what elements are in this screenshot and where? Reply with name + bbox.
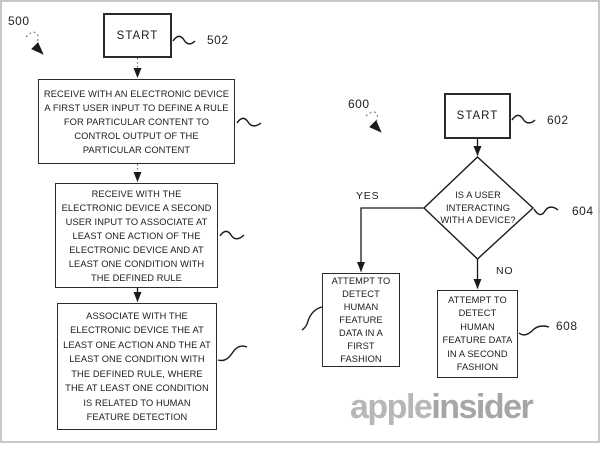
right-start-label: START (456, 110, 499, 122)
no-outcome-box: ATTEMPT TO DETECT HUMAN FEATURE DATA IN … (437, 290, 518, 378)
ref-608: 608 (556, 319, 578, 333)
left-step3-box: ASSOCIATE WITH THE ELECTRONIC DEVICE THE… (57, 303, 217, 430)
left-step1-box: RECEIVE WITH AN ELECTRONIC DEVICE A FIRS… (38, 79, 235, 164)
yes-outcome-text: ATTEMPT TO DETECT HUMAN FEATURE DATA IN … (331, 275, 391, 364)
no-outcome-text: ATTEMPT TO DETECT HUMAN FEATURE DATA IN … (442, 294, 513, 373)
ref-502: 502 (207, 33, 229, 47)
no-branch-label: NO (496, 265, 514, 277)
left-step1-text: RECEIVE WITH AN ELECTRONIC DEVICE A FIRS… (43, 88, 230, 155)
yes-outcome-box: ATTEMPT TO DETECT HUMAN FEATURE DATA IN … (322, 273, 400, 367)
left-start-label: START (116, 29, 159, 42)
left-step2-text: RECEIVE WITH THE ELECTRONIC DEVICE A SEC… (61, 188, 212, 283)
ref-604: 604 (572, 204, 594, 218)
yes-branch-label: YES (356, 190, 380, 202)
left-step2-box: RECEIVE WITH THE ELECTRONIC DEVICE A SEC… (55, 183, 218, 288)
appleinsider-watermark: appleinsider (350, 388, 534, 426)
decision-text: IS A USER INTERACTING WITH A DEVICE? (440, 190, 516, 225)
right-start-box: START (444, 93, 511, 139)
left-start-box: START (103, 13, 172, 58)
ref-600: 600 (348, 97, 370, 111)
watermark-insider: insider (431, 388, 533, 426)
ref-602: 602 (547, 113, 569, 127)
watermark-apple: apple (350, 388, 433, 426)
ref-500: 500 (8, 14, 30, 28)
left-step3-text: ASSOCIATE WITH THE ELECTRONIC DEVICE THE… (63, 310, 211, 423)
